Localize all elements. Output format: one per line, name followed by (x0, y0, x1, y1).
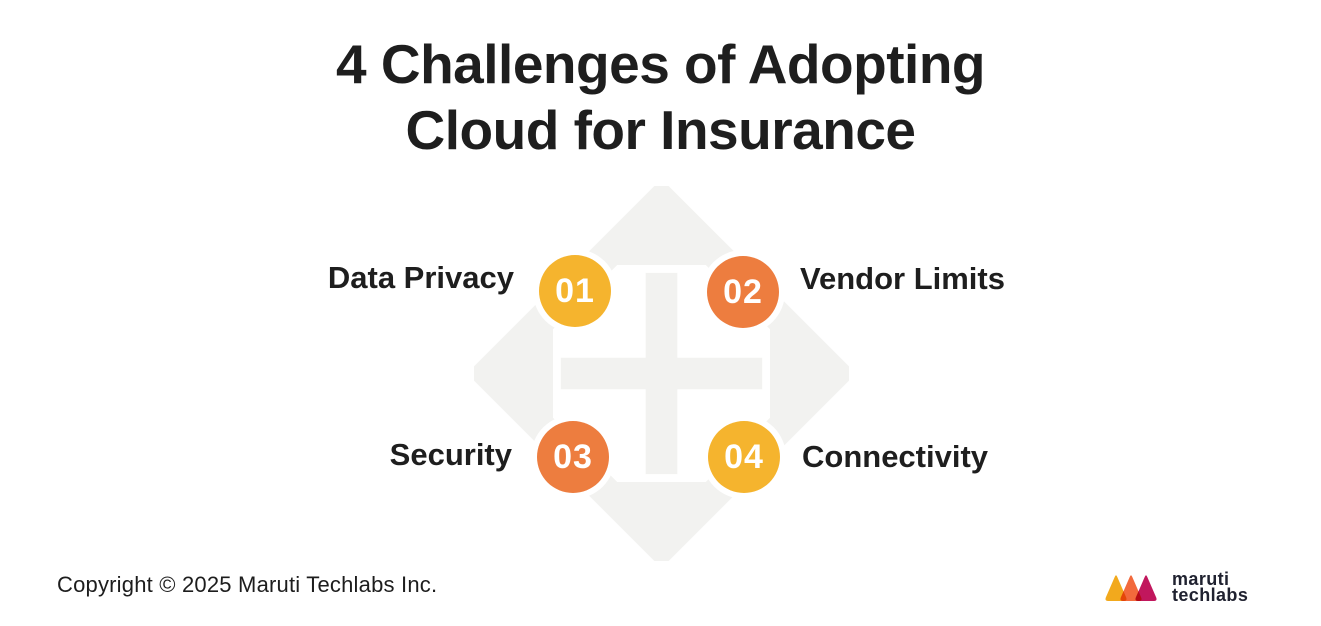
item-label-data-privacy: Data Privacy (327, 260, 514, 295)
page-title: 4 Challenges of Adopting Cloud for Insur… (0, 31, 1321, 163)
item-label-security: Security (389, 437, 512, 472)
copyright-text: Copyright © 2025 Maruti Techlabs Inc. (57, 572, 438, 597)
number-badge-04-text: 04 (724, 437, 764, 476)
logo-text-line1: maruti (1172, 569, 1230, 589)
number-badge-03-text: 03 (553, 437, 593, 476)
maruti-techlabs-logo: maruti techlabs (1102, 568, 1248, 606)
number-badge-03: 03 (537, 421, 609, 493)
item-label-connectivity: Connectivity (802, 439, 989, 474)
four-way-arrows-diamond-icon (474, 186, 849, 561)
logo-text-line2: techlabs (1172, 585, 1249, 605)
number-badge-02-text: 02 (723, 272, 763, 311)
number-badge-02: 02 (707, 256, 779, 328)
number-badge-01-text: 01 (555, 271, 595, 310)
page-title-line1: 4 Challenges of Adopting (335, 33, 986, 95)
number-badge-01: 01 (539, 255, 611, 327)
maruti-techlabs-logo-text: maruti techlabs (1172, 569, 1249, 605)
maruti-techlabs-logo-icon (1105, 575, 1157, 601)
number-badge-04: 04 (708, 421, 780, 493)
item-label-vendor-limits: Vendor Limits (800, 261, 1005, 296)
page-title-line2: Cloud for Insurance (405, 99, 917, 161)
